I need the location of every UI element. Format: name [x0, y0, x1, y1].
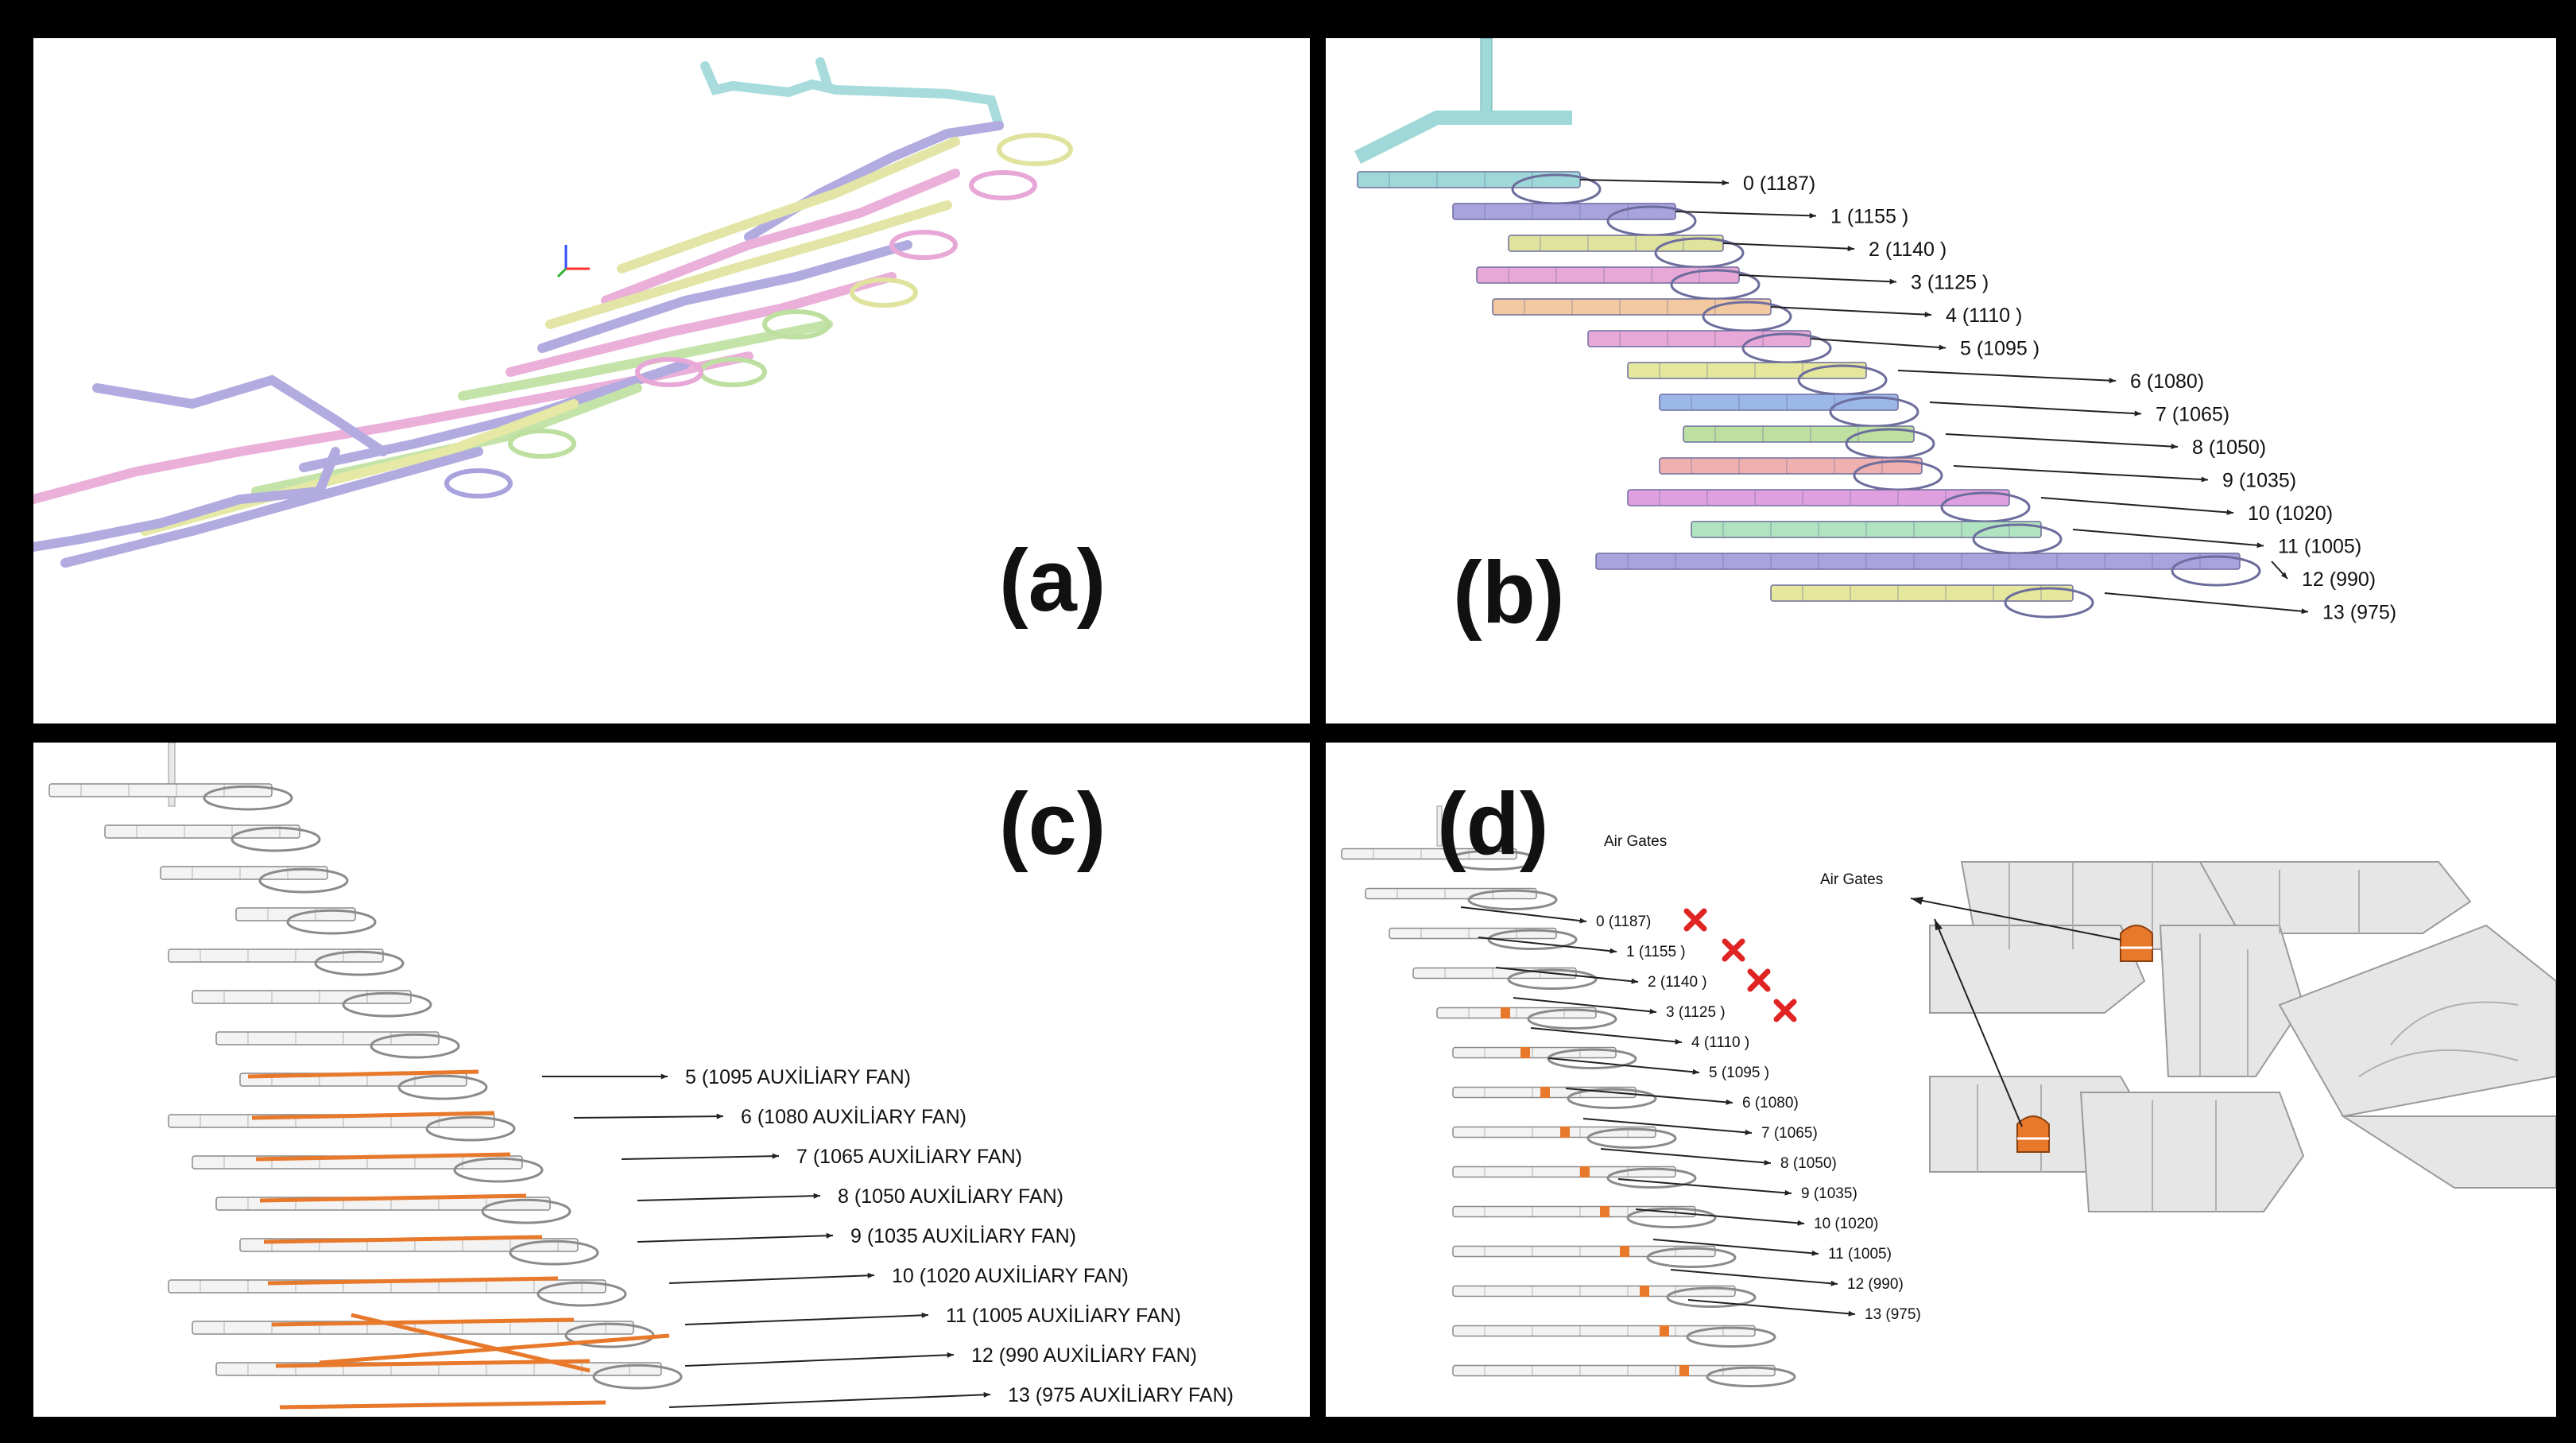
panel-d-air-gates: 0 (1187) 1 (1155 ) 2 (1140 ) 3 (1125 ) 4 (11…: [1326, 743, 2556, 1417]
air-gate-upper: [2120, 925, 2153, 962]
mine-model-perspective: (a): [33, 57, 1106, 630]
gate-level-label: 3 (1125 ): [1666, 1004, 1726, 1021]
level-label: 6 (1080): [2130, 370, 2204, 393]
gate-level-label: 10 (1020): [1814, 1216, 1878, 1232]
gate-level-label: 5 (1095 ): [1709, 1065, 1769, 1081]
closed-gate-cross-icon: [1747, 968, 1771, 992]
gate-level-label-group: 0 (1187) 1 (1155 ) 2 (1140 ) 3 (1125 ) 4 (11…: [1460, 906, 1921, 1323]
gate-level-label: 6 (1080): [1742, 1095, 1799, 1111]
closed-gate-cross-icon: [1773, 999, 1797, 1022]
gate-level-label: 8 (1050): [1780, 1155, 1837, 1172]
gate-level-label: 12 (990): [1847, 1276, 1904, 1293]
level-label: 2 (1140 ): [1869, 239, 1947, 261]
fan-level-label: 11 (1005 AUXİLİARY FAN): [946, 1304, 1181, 1327]
level-label-group: 0 (1187) 1 (1155 ) 2 (1140 ) 3 (1125 ) 4 (11…: [1579, 173, 2396, 624]
air-gate-diagram: 0 (1187) 1 (1155 ) 2 (1140 ) 3 (1125 ) 4 (11…: [1341, 775, 2556, 1387]
closed-gate-cross-icon: [1683, 908, 1707, 932]
level-label: 13 (975): [2322, 602, 2396, 624]
gate-level-label: 11 (1005): [1828, 1246, 1892, 1263]
level-label: 1 (1155 ): [1830, 206, 1908, 228]
panel-letter: (c): [999, 775, 1106, 873]
level-label: 12 (990): [2302, 568, 2376, 591]
level-label: 11 (1005): [2278, 536, 2361, 558]
level-tunnel-group: [1354, 38, 2261, 619]
level-label: 3 (1125 ): [1911, 272, 1989, 294]
air-gate-inset-view: [1910, 854, 2556, 1212]
fan-level-label: 9 (1035 AUXİLİARY FAN): [850, 1224, 1076, 1247]
fan-level-label: 13 (975 AUXİLİARY FAN): [1008, 1383, 1234, 1406]
auxiliary-fan-diagram: 5 (1095 AUXİLİARY FAN) 6 (1080 AUXİLİARY …: [48, 743, 1234, 1410]
gate-level-label: 2 (1140 ): [1648, 974, 1707, 991]
level-label: 9 (1035): [2222, 470, 2296, 492]
fan-level-label: 6 (1080 AUXİLİARY FAN): [741, 1105, 966, 1128]
fan-label-group: 5 (1095 AUXİLİARY FAN) 6 (1080 AUXİLİARY …: [542, 1065, 1234, 1408]
level-label: 4 (1110 ): [1946, 305, 2022, 327]
gate-level-label: 9 (1035): [1801, 1185, 1857, 1202]
fan-level-label: 12 (990 AUXİLİARY FAN): [971, 1344, 1197, 1367]
air-gate-lower: [2016, 1115, 2050, 1153]
fan-level-label: 5 (1095 AUXİLİARY FAN): [685, 1065, 911, 1088]
level-elevations-diagram: 0 (1187) 1 (1155 ) 2 (1140 ) 3 (1125 ) 4 (11…: [1354, 38, 2396, 642]
gate-level-label: 4 (1110 ): [1691, 1034, 1749, 1051]
level-label: 10 (1020): [2248, 502, 2333, 525]
panel-letter: (a): [999, 532, 1106, 630]
panel-a-3d-mine-model: (a): [33, 38, 1310, 723]
panel-b-levels-colored: 0 (1187) 1 (1155 ) 2 (1140 ) 3 (1125 ) 4 (11…: [1326, 38, 2556, 723]
gate-level-label: 7 (1065): [1761, 1125, 1818, 1142]
panel-letter: (b): [1453, 544, 1564, 642]
fan-level-label: 7 (1065 AUXİLİARY FAN): [796, 1145, 1022, 1168]
closed-gate-cross-icon: [1722, 938, 1745, 962]
level-label: 7 (1065): [2156, 404, 2229, 426]
gray-tunnel-group: [1341, 805, 1796, 1387]
panel-c-auxiliary-fans: 5 (1095 AUXİLİARY FAN) 6 (1080 AUXİLİARY …: [33, 743, 1310, 1417]
level-label: 8 (1050): [2192, 436, 2266, 459]
fan-level-label: 8 (1050 AUXİLİARY FAN): [838, 1185, 1063, 1208]
level-label: 5 (1095 ): [1960, 338, 2039, 360]
gate-level-label: 0 (1187): [1596, 914, 1651, 930]
gray-tunnel-group: [48, 743, 683, 1410]
fan-level-label: 10 (1020 AUXİLİARY FAN): [892, 1264, 1129, 1287]
air-gates-label-left: Air Gates: [1604, 833, 1667, 850]
panel-letter: (d): [1437, 775, 1548, 873]
gate-level-label: 1 (1155 ): [1626, 944, 1686, 960]
gate-level-label: 13 (975): [1865, 1306, 1921, 1323]
air-gates-label-right: Air Gates: [1820, 871, 1883, 888]
level-label: 0 (1187): [1743, 173, 1815, 195]
